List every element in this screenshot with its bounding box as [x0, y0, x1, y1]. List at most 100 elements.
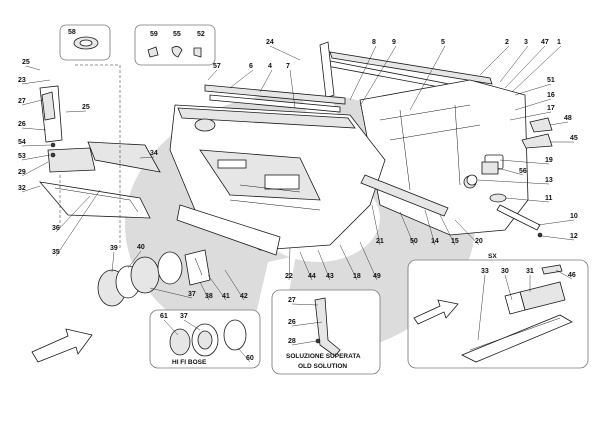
- leader-c39: [111, 251, 115, 273]
- check-rod-10: [496, 204, 541, 231]
- callout-c55: 55: [173, 31, 181, 38]
- armrest-32: [38, 181, 151, 219]
- leader-c40: [127, 250, 142, 269]
- armrest-32-inner: [54, 187, 139, 213]
- leader-c27a: [21, 99, 43, 106]
- sx-armrest-33: [461, 314, 573, 363]
- callout-c26a: 26: [18, 121, 26, 128]
- dashed-guides: [59, 64, 121, 250]
- callout-c24: 24: [266, 39, 274, 46]
- switch-panel: [217, 159, 247, 169]
- leader-c17: [509, 111, 552, 121]
- callout-c6: 6: [249, 63, 253, 70]
- callout-c8: 8: [372, 39, 376, 46]
- leader-c44: [299, 251, 313, 281]
- dash-1: [75, 64, 121, 250]
- door-frame-upright: [319, 41, 335, 99]
- hinge-11: [489, 193, 507, 203]
- hifi-grille-61: [169, 328, 191, 356]
- leader-c19: [499, 159, 550, 165]
- callout-c52: 52: [197, 31, 205, 38]
- leader-c2: [479, 45, 510, 76]
- leader-c53: [21, 154, 51, 161]
- door-trim-panel: [169, 104, 386, 251]
- callout-c11: 11: [545, 195, 553, 202]
- callout-c3: 3: [524, 39, 528, 46]
- callout-c40: 40: [137, 244, 145, 251]
- callout-c39: 39: [110, 245, 118, 252]
- leader-c36: [55, 195, 91, 233]
- callout-c37b: 37: [180, 313, 188, 320]
- leader-c3: [499, 45, 529, 83]
- callout-c22: 22: [285, 273, 293, 280]
- callout-c56: 56: [519, 168, 527, 175]
- speaker-bracket-38: [194, 257, 203, 276]
- sx-armrest-33-inner: [469, 317, 561, 351]
- callout-c7: 7: [286, 63, 290, 70]
- callout-c32: 32: [18, 185, 26, 192]
- callout-c54: 54: [18, 139, 26, 146]
- callout-c4: 4: [268, 63, 272, 70]
- callout-c51: 51: [547, 77, 555, 84]
- leader-c4: [259, 69, 273, 93]
- old-solution-caption-line2: OLD SOLUTION: [298, 363, 347, 370]
- inset-hifi: HI FI BOSE: [149, 309, 261, 369]
- callout-c17: 17: [547, 105, 555, 112]
- callout-c44: 44: [308, 273, 316, 280]
- leader-c22: [288, 247, 291, 281]
- leader-c1: [511, 45, 562, 93]
- leader-c7: [289, 69, 296, 109]
- callout-c41: 41: [222, 293, 230, 300]
- leader-c24: [269, 45, 301, 61]
- callout-c25a: 25: [22, 59, 30, 66]
- outer-weatherstrip: [329, 51, 493, 85]
- leader-c35: [55, 189, 101, 257]
- callout-c18: 18: [353, 273, 361, 280]
- leader-c15: [439, 214, 456, 246]
- hifi-caption: HI FI BOSE: [172, 359, 207, 366]
- leader-c18: [339, 244, 358, 281]
- sx-arrow: [413, 299, 459, 325]
- callout-c14: 14: [431, 238, 439, 245]
- callout-c61: 61: [160, 313, 168, 320]
- callout-c50: 50: [410, 238, 418, 245]
- speaker-magnet: [157, 251, 183, 285]
- leader-c43: [317, 249, 331, 281]
- callout-c1: 1: [557, 39, 561, 46]
- hifi-speaker-cone: [197, 330, 213, 350]
- speaker-bracket-41: [184, 249, 211, 286]
- clip-59: [147, 46, 159, 58]
- callout-c16: 16: [547, 92, 555, 99]
- callout-c12: 12: [570, 233, 578, 240]
- callout-c2: 2: [505, 39, 509, 46]
- inset-sx: SX: [407, 253, 589, 369]
- leader-c37a: [149, 287, 193, 299]
- bracket-48: [529, 117, 553, 133]
- callout-c10: 10: [570, 213, 578, 220]
- callout-c38: 38: [205, 293, 213, 300]
- callout-c48: 48: [564, 115, 572, 122]
- callout-c30: 30: [501, 268, 509, 275]
- check-strap-13: [466, 174, 478, 186]
- callout-c26b: 26: [288, 319, 296, 326]
- leader-c32: [21, 185, 41, 193]
- lower-strip: [176, 204, 281, 256]
- leader-c26a: [21, 127, 47, 131]
- leader-c10: [537, 219, 575, 226]
- callout-c46: 46: [568, 272, 576, 279]
- leader-c16: [514, 98, 552, 111]
- left-bracket: [38, 85, 151, 219]
- callout-c37a: 37: [188, 291, 196, 298]
- leader-c48: [549, 121, 569, 126]
- callout-c25b: 25: [82, 104, 90, 111]
- callout-c29: 29: [18, 169, 26, 176]
- leader-c46: [555, 269, 573, 280]
- inset-58: [59, 24, 111, 61]
- clip-52: [193, 47, 202, 58]
- old-screw-28: [315, 338, 321, 344]
- bolt-12: [537, 232, 543, 238]
- direction-arrow: [31, 328, 93, 363]
- grommet-58-hole: [79, 39, 93, 47]
